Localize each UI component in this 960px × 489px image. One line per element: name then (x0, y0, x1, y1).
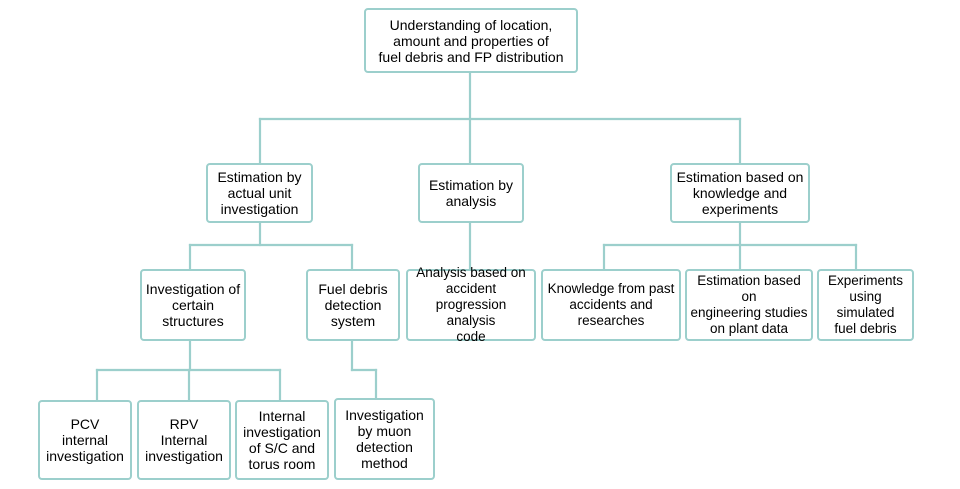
past-accidents-label: Knowledge from past accidents and resear… (547, 281, 675, 328)
estimation-actual-unit-node: Estimation by actual unit investigation (206, 163, 313, 223)
engineering-studies-label: Estimation based on engineering studies … (690, 273, 808, 336)
sc-torus-investigation-label: Internal investigation of S/C and torus … (243, 408, 321, 472)
fuel-debris-detection-node: Fuel debris detection system (306, 269, 400, 341)
pcv-investigation-node: PCV internal investigation (38, 400, 132, 480)
past-accidents-node: Knowledge from past accidents and resear… (541, 269, 681, 341)
rpv-investigation-node: RPV Internal investigation (137, 400, 231, 480)
analysis-code-label: Analysis based on accident progression a… (416, 265, 526, 344)
estimation-analysis-node: Estimation by analysis (418, 163, 524, 223)
muon-detection-node: Investigation by muon detection method (334, 398, 435, 480)
engineering-studies-node: Estimation based on engineering studies … (685, 269, 813, 341)
analysis-code-node: Analysis based on accident progression a… (406, 265, 536, 344)
estimation-knowledge-label: Estimation based on knowledge and experi… (676, 169, 804, 217)
estimation-knowledge-node: Estimation based on knowledge and experi… (670, 163, 810, 223)
estimation-analysis-label: Estimation by analysis (428, 177, 514, 209)
muon-detection-label: Investigation by muon detection method (345, 407, 424, 471)
sc-torus-investigation-node: Internal investigation of S/C and torus … (235, 400, 329, 480)
fuel-debris-detection-label: Fuel debris detection system (318, 281, 388, 329)
investigation-certain-structures-node: Investigation of certain structures (140, 269, 246, 341)
root-node-label: Understanding of location, amount and pr… (378, 16, 564, 65)
estimation-actual-unit-label: Estimation by actual unit investigation (217, 169, 302, 217)
rpv-investigation-label: RPV Internal investigation (145, 416, 223, 464)
simulated-debris-label: Experiments using simulated fuel debris (827, 273, 904, 336)
root-node: Understanding of location, amount and pr… (364, 8, 578, 73)
simulated-debris-node: Experiments using simulated fuel debris (817, 269, 914, 341)
investigation-certain-structures-label: Investigation of certain structures (145, 281, 241, 329)
pcv-investigation-label: PCV internal investigation (46, 416, 124, 464)
